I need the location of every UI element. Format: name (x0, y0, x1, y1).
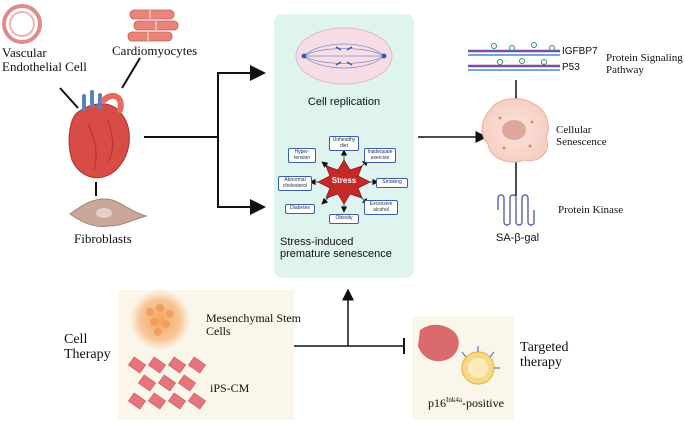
vascular-cell-icon (2, 4, 42, 44)
sa-beta-gal-label: SA-β-gal (496, 232, 540, 244)
msc-cluster-icon (130, 290, 190, 350)
ips-cm-label: iPS-CM (210, 381, 250, 395)
ips-cm-icon (127, 356, 207, 410)
protein-signaling-label: Protein Signaling Pathway (606, 52, 683, 76)
connector-vascular (59, 87, 79, 109)
msc-label: Mesenchymal Stem Cells (206, 311, 301, 338)
stressor-inadequate-exercise: Inadequate exercise (364, 148, 396, 163)
cardiomyocytes-label: Cardiomyocytes (112, 43, 198, 58)
cellular-senescence-label: Cellular Senescence (556, 124, 607, 148)
arrow-to-stress (217, 137, 266, 215)
signaling-strands-icon (468, 42, 560, 71)
igfbp7-label: IGFBP7 (562, 46, 598, 57)
targeted-therapy-label: Targeted therapy (520, 340, 569, 370)
stressor-abnormal-cholesterol: Abnormal cholesterol (278, 176, 312, 191)
mitotic-cell-icon (295, 27, 393, 85)
p16-cell-icon (418, 324, 500, 385)
p16-label: p16Ink4a-positive (428, 396, 504, 410)
heart-icon (68, 90, 130, 179)
p53-label: P53 (562, 62, 580, 73)
protein-kinase-icon (497, 194, 535, 226)
stressor-excessive-alcohol: Excessive alcohol (364, 200, 398, 215)
stressor-diabetes: Diabetes (285, 204, 315, 214)
fibroblasts-label: Fibroblasts (74, 231, 132, 246)
fibroblast-icon (69, 198, 148, 227)
arrow-to-replication (144, 65, 266, 138)
vascular-label: Vascular Endothelial Cell (2, 45, 87, 74)
cardiomyocytes-icon (127, 9, 179, 42)
stress-center-label: Stress (331, 176, 357, 185)
stress-burst-icon (309, 149, 379, 213)
stressor-smoking: Smoking (376, 178, 408, 188)
cell-therapy-label: Cell Therapy (64, 332, 111, 362)
stressor-obesity: Obesity (329, 214, 359, 224)
stress-induced-label: Stress-induced premature senescence (280, 236, 392, 260)
connector-cardiomyocytes (121, 57, 141, 89)
stressor-unhealthy-diet: Unhealthy diet (329, 136, 359, 151)
senescent-cell-icon (481, 98, 549, 163)
stressor-hypertension: Hyper-tension (288, 148, 316, 163)
cell-replication-label: Cell replication (307, 96, 381, 108)
protein-kinase-label: Protein Kinase (558, 204, 624, 216)
